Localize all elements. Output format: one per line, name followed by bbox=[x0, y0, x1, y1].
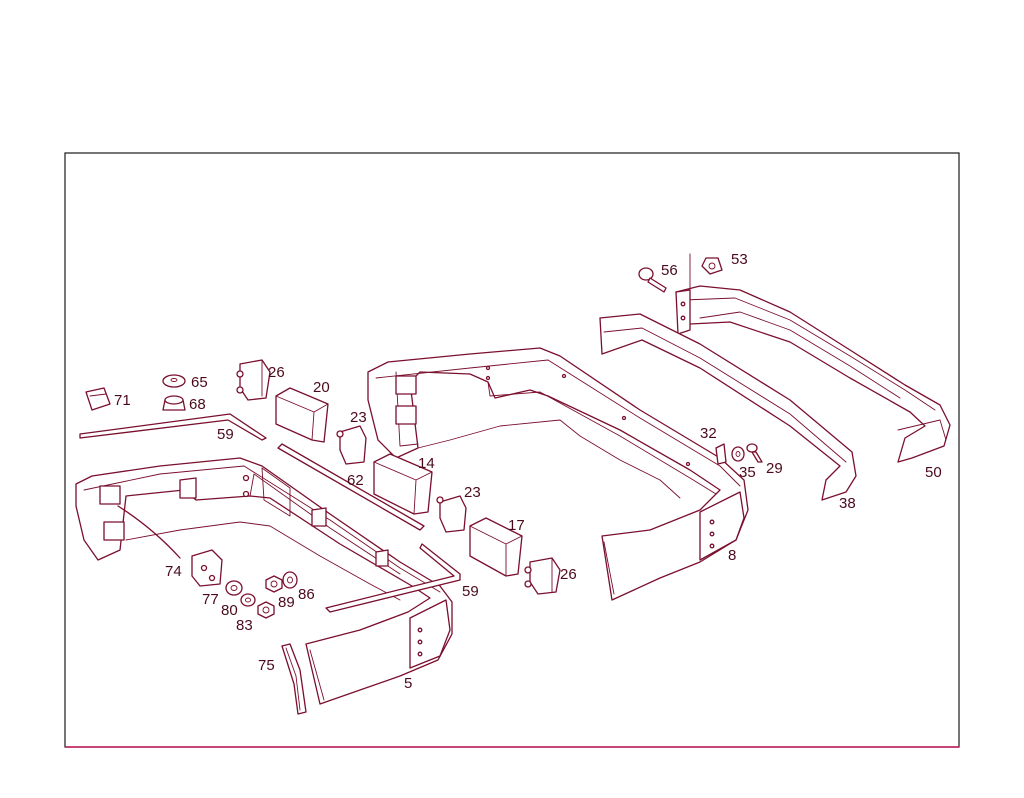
absorber-block-17 bbox=[469, 517, 523, 577]
label-68: 68 bbox=[189, 396, 206, 413]
label-26a: 26 bbox=[268, 364, 285, 381]
nut-83 bbox=[257, 601, 275, 619]
nut-89 bbox=[265, 575, 283, 593]
label-5: 5 bbox=[404, 675, 412, 692]
label-53: 53 bbox=[731, 251, 748, 268]
label-62: 62 bbox=[347, 472, 364, 489]
label-77: 77 bbox=[202, 591, 219, 608]
label-50: 50 bbox=[925, 464, 942, 481]
diagram-frame bbox=[64, 152, 960, 748]
label-23a: 23 bbox=[350, 409, 367, 426]
washer-83 bbox=[240, 593, 256, 607]
bolt-29 bbox=[746, 443, 763, 463]
bracket-23-upper bbox=[336, 425, 367, 465]
bumper-strip-38 bbox=[599, 313, 857, 501]
bumper-assembly-5 bbox=[75, 457, 453, 705]
clip-71 bbox=[85, 387, 111, 411]
label-65: 65 bbox=[191, 374, 208, 391]
label-23b: 23 bbox=[464, 484, 481, 501]
label-89: 89 bbox=[278, 594, 295, 611]
label-71: 71 bbox=[114, 392, 131, 409]
washer-35 bbox=[731, 446, 745, 462]
label-59a: 59 bbox=[217, 426, 234, 443]
trim-strip-59-lower bbox=[277, 443, 461, 613]
bumper-cover-50 bbox=[675, 285, 951, 463]
label-86: 86 bbox=[298, 586, 315, 603]
label-14: 14 bbox=[418, 455, 435, 472]
bracket-26-upper bbox=[236, 359, 271, 401]
label-75: 75 bbox=[258, 657, 275, 674]
label-83: 83 bbox=[236, 617, 253, 634]
label-20: 20 bbox=[313, 379, 330, 396]
label-29: 29 bbox=[766, 460, 783, 477]
label-38: 38 bbox=[839, 495, 856, 512]
bracket-23-lower bbox=[436, 495, 467, 533]
clip-32 bbox=[715, 443, 727, 465]
absorber-block-20 bbox=[275, 387, 329, 443]
label-26b: 26 bbox=[560, 566, 577, 583]
label-74: 74 bbox=[165, 563, 182, 580]
label-59b: 59 bbox=[462, 583, 479, 600]
washer-80 bbox=[225, 580, 243, 596]
label-8: 8 bbox=[728, 547, 736, 564]
label-35: 35 bbox=[739, 464, 756, 481]
label-32: 32 bbox=[700, 425, 717, 442]
absorber-block-14 bbox=[373, 453, 433, 515]
label-80: 80 bbox=[221, 602, 238, 619]
cable-74 bbox=[117, 505, 181, 559]
nut-53 bbox=[701, 257, 723, 275]
mount-77 bbox=[191, 549, 223, 587]
bracket-26-lower bbox=[524, 557, 561, 595]
rubber-buffer-65 bbox=[162, 374, 186, 388]
label-17: 17 bbox=[508, 517, 525, 534]
label-56: 56 bbox=[661, 262, 678, 279]
grommet-68 bbox=[162, 395, 186, 411]
end-strip-75 bbox=[281, 643, 307, 715]
screw-56 bbox=[638, 267, 667, 293]
bumper-cover-8 bbox=[367, 347, 749, 601]
washer-86 bbox=[282, 571, 298, 589]
trim-strip-59-upper bbox=[79, 413, 267, 441]
